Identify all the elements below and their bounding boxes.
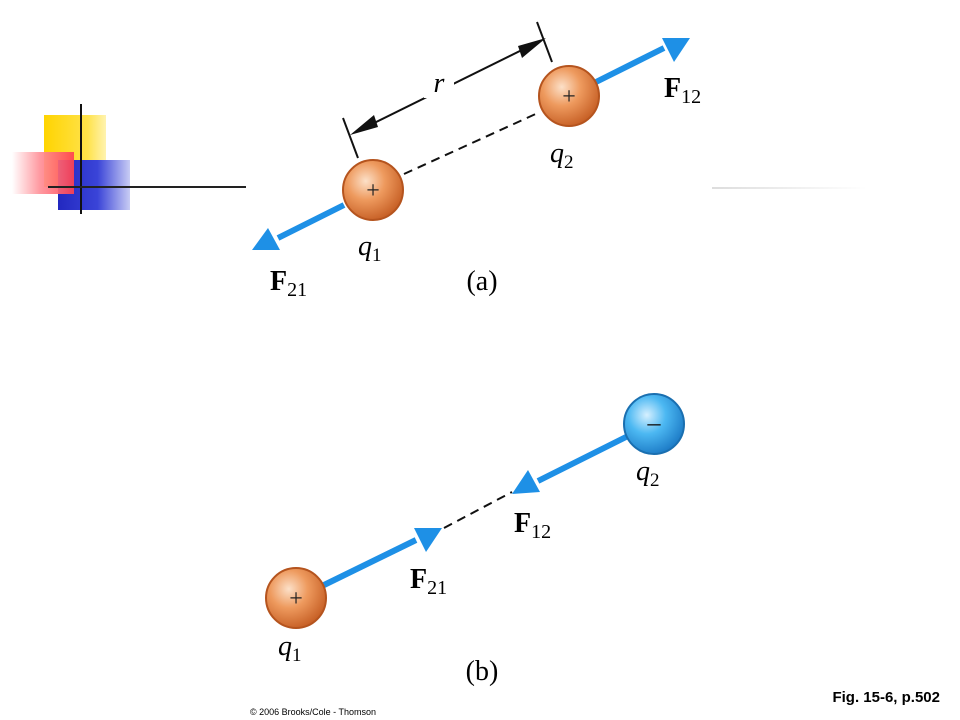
charge-q1-b — [265, 567, 327, 629]
charge-q2-b — [623, 393, 685, 455]
part-label-b: (b) — [466, 656, 499, 687]
force-arrowhead-f12-b — [512, 470, 540, 494]
force-arrow-f12-b — [536, 433, 630, 484]
part-label-a: (a) — [466, 266, 497, 297]
r-extension-left — [342, 117, 359, 159]
label-f12-b: F12 — [514, 508, 551, 543]
force-arrowhead-f12-a — [662, 38, 690, 62]
copyright-notice: © 2006 Brooks/Cole - Thomson — [250, 707, 377, 717]
charge-q1-a — [342, 159, 404, 221]
deco-vertical-line — [80, 104, 82, 214]
force-arrow-f12-a — [594, 45, 666, 85]
charge-q1-sign-b: + — [289, 586, 303, 612]
distance-label: r — [434, 68, 445, 99]
r-arrowhead-left — [350, 115, 378, 135]
charge-q1-sign-a: + — [366, 178, 380, 204]
label-q2-a: q2 — [550, 138, 574, 173]
deco-horizontal-line — [48, 186, 246, 188]
charge-q2-sign-a: + — [562, 84, 576, 110]
label-f21-a: F21 — [270, 266, 307, 301]
figure-caption: Fig. 15-6, p.502 — [832, 689, 940, 706]
charge-q2-a — [538, 65, 600, 127]
label-q1-a: q1 — [358, 231, 382, 266]
deco-faded-line — [712, 187, 867, 189]
force-arrowhead-f21-a — [252, 228, 280, 250]
label-q1-b: q1 — [278, 631, 302, 666]
separation-line-a — [403, 111, 541, 175]
force-arrowhead-f21-b — [414, 528, 442, 552]
force-arrow-f21-a — [276, 202, 346, 241]
part-b: – + q2 q1 F12 F21 (b) — [265, 393, 685, 687]
r-extension-right — [536, 21, 553, 63]
separation-line-b — [443, 491, 513, 529]
force-arrow-f21-b — [320, 537, 418, 589]
label-q2-b: q2 — [636, 456, 660, 491]
r-arrowhead-right — [518, 38, 546, 58]
label-f12-a: F12 — [664, 73, 701, 108]
charge-q2-sign-b: – — [647, 408, 662, 437]
part-a: r + + q2 q1 F12 F21 ( — [252, 21, 701, 301]
label-f21-b: F21 — [410, 564, 447, 599]
